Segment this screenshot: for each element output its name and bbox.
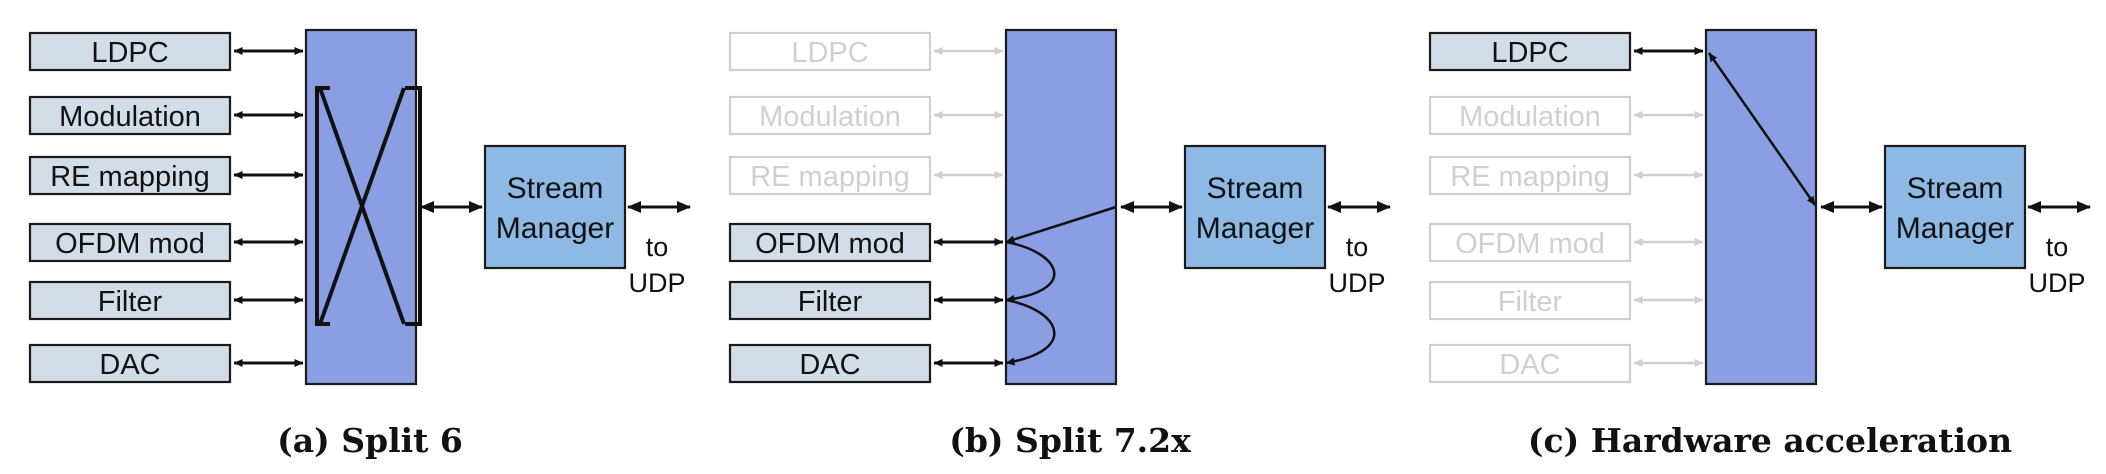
routing-path — [1005, 298, 1056, 366]
block-ofdm-mod: OFDM mod — [1428, 222, 1704, 263]
routing-path — [1707, 52, 1817, 206]
block-label: Modulation — [1459, 101, 1601, 133]
panel-caption: (a) Split 6 — [277, 421, 463, 460]
block-label: LDPC — [1491, 37, 1568, 69]
block-re-mapping: RE mapping — [28, 155, 304, 196]
udp-label-line2: UDP — [628, 268, 685, 298]
mux-bracket-left — [315, 86, 330, 326]
block-dac: DAC — [728, 343, 1004, 384]
block-dac: DAC — [28, 343, 304, 384]
block-label: OFDM mod — [1455, 228, 1605, 260]
udp-label-line2: UDP — [1328, 268, 1385, 298]
block-label: RE mapping — [750, 161, 910, 193]
block-label: Filter — [1498, 286, 1563, 318]
block-label: DAC — [1499, 349, 1560, 381]
stream-manager: Stream Manager — [483, 144, 627, 270]
block-ofdm-mod: OFDM mod — [28, 222, 304, 263]
block-label: LDPC — [791, 37, 868, 69]
block-label: Filter — [98, 286, 163, 318]
switch-fabric — [1004, 28, 1118, 386]
block-filter: Filter — [728, 280, 1004, 321]
panel-caption: (b) Split 7.2x — [949, 421, 1191, 460]
block-list: LDPC Modulation RE mapping OFDM mod Filt — [728, 31, 1004, 384]
panel-hardware-acceleration: LDPC Modulation RE mapping OFDM mod Filt — [1428, 28, 2091, 460]
block-dac: DAC — [1428, 343, 1704, 384]
block-list: LDPC Modulation RE mapping OFDM mod Filt — [28, 31, 304, 384]
block-label: Filter — [798, 286, 863, 318]
stream-manager-label-line2: Manager — [1896, 212, 2014, 245]
block-label: OFDM mod — [55, 228, 205, 260]
stream-manager-label-line1: Stream — [507, 172, 604, 205]
stream-manager-label-line1: Stream — [1907, 172, 2004, 205]
udp-label: to UDP — [628, 232, 685, 298]
stream-manager: Stream Manager — [1883, 144, 2027, 270]
block-modulation: Modulation — [28, 95, 304, 136]
block-list: LDPC Modulation RE mapping OFDM mod Filt — [1428, 31, 1704, 384]
block-ofdm-mod: OFDM mod — [728, 222, 1004, 263]
block-modulation: Modulation — [1428, 95, 1704, 136]
block-label: DAC — [99, 349, 160, 381]
panel-split-6: LDPC Modulation RE mapping OFDM mod Filt — [28, 28, 691, 460]
stream-manager: Stream Manager — [1183, 144, 1327, 270]
udp-label-line2: UDP — [2028, 268, 2085, 298]
udp-label-line1: to — [646, 232, 669, 262]
block-label: RE mapping — [1450, 161, 1610, 193]
stream-manager-label-line1: Stream — [1207, 172, 1304, 205]
block-modulation: Modulation — [728, 95, 1004, 136]
block-label: DAC — [799, 349, 860, 381]
block-re-mapping: RE mapping — [728, 155, 1004, 196]
block-label: RE mapping — [50, 161, 210, 193]
block-ldpc: LDPC — [28, 31, 304, 72]
stream-manager-label-line2: Manager — [1196, 212, 1314, 245]
block-label: LDPC — [91, 37, 168, 69]
block-label: Modulation — [759, 101, 901, 133]
crossbar-line — [318, 87, 406, 325]
panel-caption: (c) Hardware acceleration — [1528, 421, 2012, 460]
block-ldpc: LDPC — [1428, 31, 1704, 72]
block-label: OFDM mod — [755, 228, 905, 260]
routing-path — [1005, 205, 1117, 244]
udp-label-line1: to — [1346, 232, 1369, 262]
block-filter: Filter — [28, 280, 304, 321]
udp-label: to UDP — [2028, 232, 2085, 298]
switch-fabric — [1704, 28, 1818, 386]
panel-split-7-2x: LDPC Modulation RE mapping OFDM mod Filt — [728, 28, 1391, 460]
block-re-mapping: RE mapping — [1428, 155, 1704, 196]
routing-path — [1005, 240, 1056, 303]
udp-label: to UDP — [1328, 232, 1385, 298]
udp-label-line1: to — [2046, 232, 2069, 262]
stream-manager-label-line2: Manager — [496, 212, 614, 245]
block-filter: Filter — [1428, 280, 1704, 321]
block-label: Modulation — [59, 101, 201, 133]
block-ldpc: LDPC — [728, 31, 1004, 72]
